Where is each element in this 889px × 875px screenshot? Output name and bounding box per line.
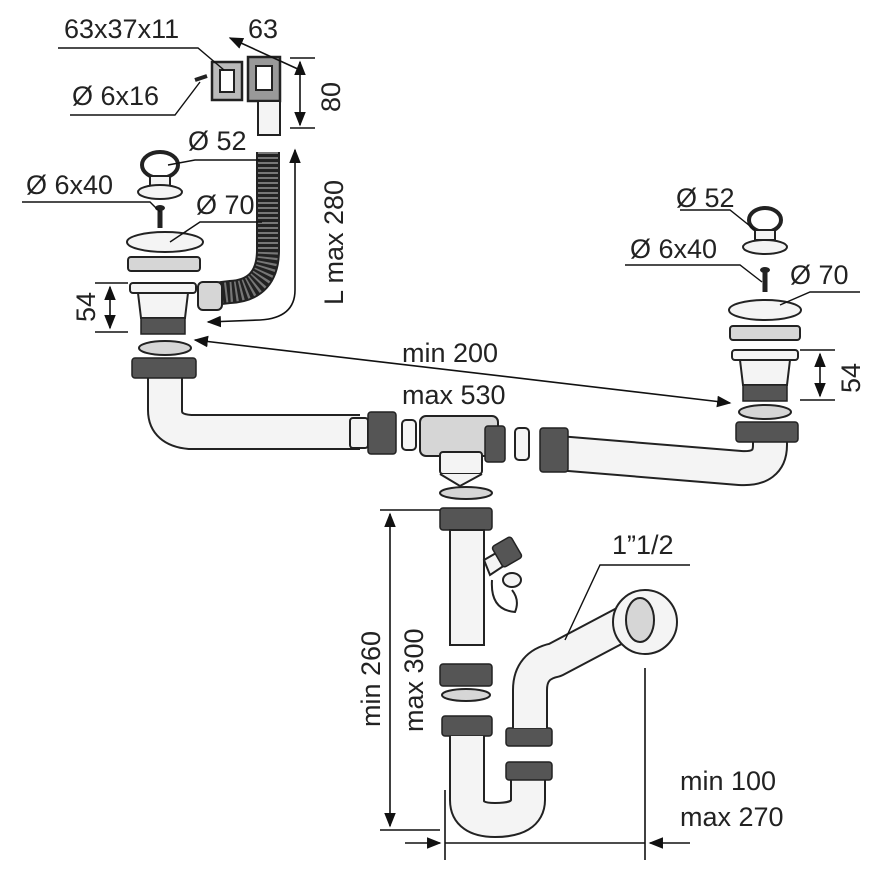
right-grate — [728, 299, 802, 341]
grate-right-label: Ø 70 — [790, 260, 849, 290]
left-basket-plug — [137, 150, 183, 200]
left-grate — [126, 231, 204, 272]
right-screw — [760, 267, 770, 292]
overflow-hose — [197, 152, 280, 311]
right-drain-arm — [543, 427, 788, 487]
offset-max-label: max 270 — [680, 802, 784, 832]
small-screw — [194, 74, 208, 82]
dimension-lines — [95, 37, 835, 860]
body-left-label: 54 — [71, 292, 101, 322]
outlet-pipe — [512, 589, 678, 728]
hose-length-label: L max 280 — [319, 180, 349, 305]
offset-min-label: min 100 — [680, 766, 776, 796]
body-right-label: 54 — [836, 363, 866, 393]
grate-left-label: Ø 70 — [196, 190, 255, 220]
outlet-size-label: 1”1/2 — [612, 530, 674, 560]
screw-left-label: Ø 6x40 — [26, 170, 113, 200]
plug-right-label: Ø 52 — [676, 183, 735, 213]
vertical-drop-pipe — [439, 507, 493, 646]
left-sink-body — [129, 282, 197, 379]
right-arm-nut — [514, 427, 569, 473]
left-drain-arm — [147, 378, 360, 450]
leader-lines — [22, 47, 860, 641]
span-min-label: min 200 — [402, 338, 498, 368]
height-min-label: min 260 — [356, 631, 386, 727]
height-max-label: max 300 — [399, 628, 429, 732]
plate-size-label: 63x37x11 — [64, 14, 179, 44]
right-sink-body — [731, 349, 799, 443]
small-screw-label: Ø 6x16 — [72, 81, 159, 111]
overflow-plate — [210, 55, 282, 136]
plate-width-label: 63 — [248, 14, 278, 44]
plug-left-label: Ø 52 — [188, 126, 247, 156]
span-max-label: max 530 — [402, 380, 506, 410]
overflow-height-label: 80 — [316, 82, 346, 112]
tee-junction — [419, 415, 506, 488]
tee-gasket — [439, 486, 493, 500]
siphon-nuts — [439, 663, 493, 737]
appliance-inlet — [482, 536, 523, 614]
right-basket-plug — [742, 206, 788, 255]
screw-right-label: Ø 6x40 — [630, 234, 717, 264]
siphon-bend — [449, 727, 553, 838]
left-arm-nut — [349, 411, 417, 455]
